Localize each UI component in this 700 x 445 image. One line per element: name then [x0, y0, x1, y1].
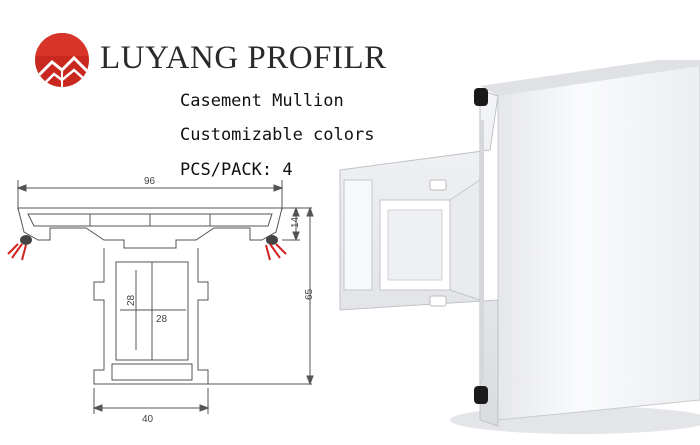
dim-total-width: 96	[144, 176, 156, 187]
dim-flange-height: 14	[290, 216, 301, 228]
seal-right	[265, 235, 287, 261]
color-option: Customizable colors	[180, 125, 375, 145]
dim-inner-height: 28	[126, 294, 137, 306]
product-name: Casement Mullion	[180, 91, 344, 111]
dim-inner-width: 28	[156, 314, 168, 325]
brand-logo	[35, 33, 89, 87]
technical-drawing: 96 14 65 28 28 40	[7, 176, 315, 425]
seal-left	[7, 235, 32, 261]
pack-quantity: PCS/PACK: 4	[180, 160, 293, 180]
profile-render	[339, 60, 700, 434]
dim-total-height: 65	[304, 288, 315, 300]
brand-name: LUYANG PROFILR	[100, 40, 387, 76]
dim-base-width: 40	[142, 414, 154, 425]
